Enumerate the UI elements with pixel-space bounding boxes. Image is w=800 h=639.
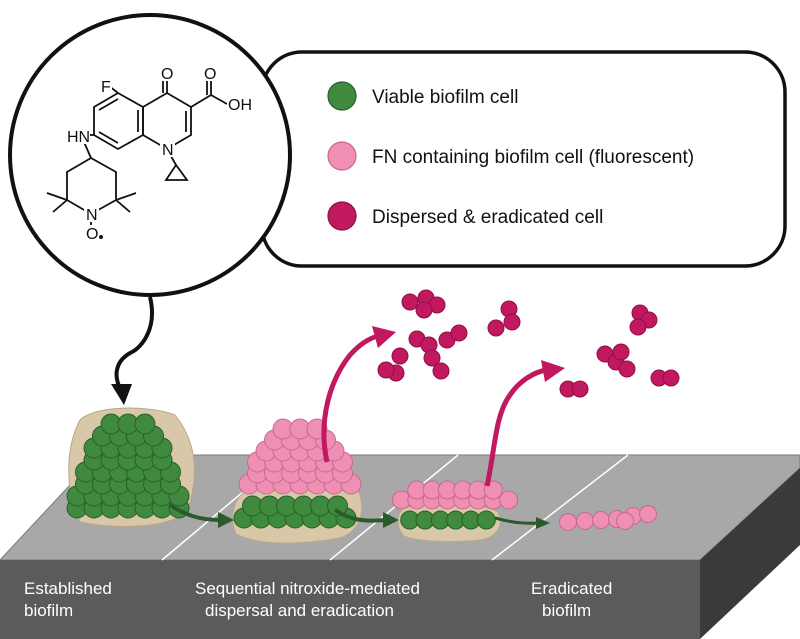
atom-o-keto: O [161,66,173,83]
fluorescent-cell [499,490,519,510]
fluorescent-cell [616,512,634,530]
atom-n-nitroxide: N [86,207,98,224]
svg-text:Established: Established [24,579,112,598]
dispersed-cell [391,347,409,365]
dispersed-cell [432,362,450,380]
svg-text:dispersal and eradication: dispersal and eradication [205,601,394,620]
molecule-circle [8,13,292,297]
viable-cell-swatch [327,81,357,111]
dispersed-cell [450,324,468,342]
stage-label-eradicated: Eradicated biofilm [531,579,612,620]
dispersed-cell [503,313,521,331]
pointer-arrowhead [111,384,132,405]
fluorescent-cell [576,512,594,530]
dispersed-cell [629,318,647,336]
stage-label-sequential: Sequential nitroxide-mediated dispersal … [195,579,420,620]
fluorescent-cell-swatch [327,141,357,171]
progress-arrow-3-head [536,517,550,529]
radical-dot [99,235,103,239]
atom-labels: O O OH F HN N N O [67,66,252,243]
fluorescent-cell [559,513,577,531]
progress-arrow-3 [494,516,539,525]
dispersal-arrow-1-head [372,326,396,348]
legend-item-dispersed: Dispersed & eradicated cell [327,201,603,231]
dispersed-cell [377,361,395,379]
progress-arrow-1 [168,503,221,522]
dispersed-cell [401,293,419,311]
dispersed-cell [487,319,505,337]
dispersal-arrow-1 [321,333,379,463]
svg-text:Sequential nitroxide-mediated: Sequential nitroxide-mediated [195,579,420,598]
legend-item-fluorescent: FN containing biofilm cell (fluorescent) [327,141,694,171]
atom-o-carboxyl: O [204,66,216,83]
atom-f: F [101,79,111,96]
progress-arrow-2 [333,508,386,523]
svg-text:Eradicated: Eradicated [531,579,612,598]
atom-oh: OH [228,97,252,114]
legend-item-viable: Viable biofilm cell [327,81,518,111]
slab-side [700,468,800,639]
viable-cell [476,510,496,530]
dispersed-cell [662,369,680,387]
stage-label-established: Established biofilm [24,579,112,620]
svg-text:biofilm: biofilm [24,601,73,620]
atom-n-ring: N [162,142,174,159]
dispersed-cell [415,301,433,319]
slab-front [0,560,700,639]
dispersal-arrow-2 [484,367,547,487]
cell-layer [66,289,680,531]
fluorescent-cell [592,511,610,529]
progress-arrow-2-head [383,512,399,528]
legend-label-fluorescent: FN containing biofilm cell (fluorescent) [372,147,694,168]
legend-label-viable: Viable biofilm cell [372,87,518,108]
dispersal-arrow-2-head [541,360,565,382]
atom-o-nitroxide: O [86,226,98,243]
dispersed-cell [612,343,630,361]
pointer-arrow [114,296,154,394]
fluorescent-cell [639,505,657,523]
svg-text:biofilm: biofilm [542,601,591,620]
progress-arrow-1-head [218,512,234,528]
viable-cell [327,495,348,517]
fluoroquinolone-nitroxide-structure [46,80,228,228]
legend-label-dispersed: Dispersed & eradicated cell [372,207,603,228]
dispersed-cell-swatch [327,201,357,231]
atom-hn: HN [67,129,90,146]
dispersed-cell [571,380,589,398]
dispersed-cell [618,360,636,378]
viable-cell [134,413,156,435]
arrow-layer [168,326,565,529]
dispersed-cell [423,349,441,367]
